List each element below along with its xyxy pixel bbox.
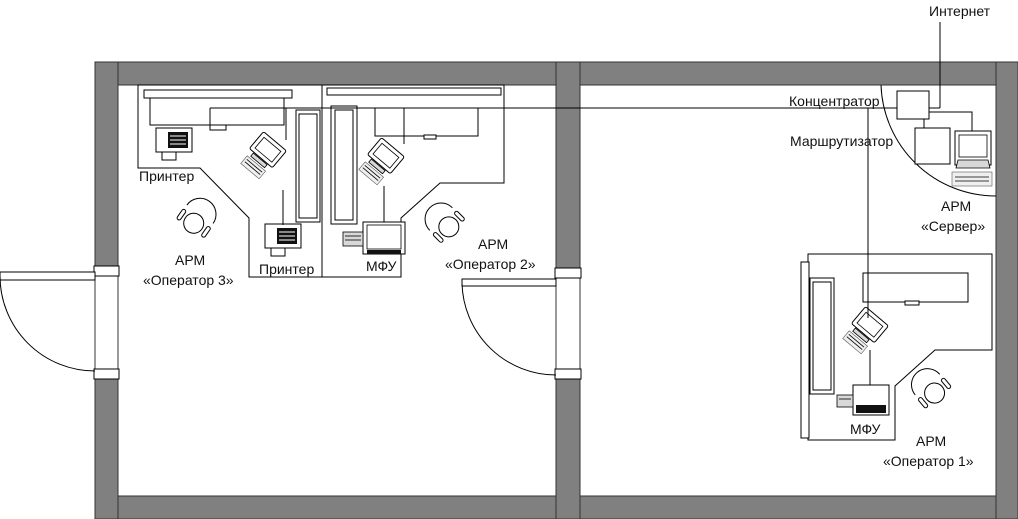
inner-door: [461, 278, 557, 376]
labels: Интернет Концентратор Маршрутизатор АРМ …: [139, 3, 991, 469]
label-printer-bottom: Принтер: [259, 261, 314, 277]
walls: [94, 61, 1018, 519]
label-router: Маршрутизатор: [790, 133, 893, 149]
right-workstations: [800, 84, 997, 441]
label-operator3-line2: «Оператор 3»: [143, 272, 234, 288]
left-workstations: [137, 84, 505, 278]
label-operator3-line1: АРМ: [175, 252, 205, 268]
label-internet: Интернет: [929, 3, 991, 19]
label-hub: Концентратор: [789, 93, 880, 109]
label-mfu-right: МФУ: [850, 421, 881, 437]
network-cables: [209, 22, 973, 385]
label-mfu-left: МФУ: [366, 258, 397, 274]
label-operator2-line1: АРМ: [478, 236, 508, 252]
label-server-line1: АРМ: [941, 198, 971, 214]
label-operator1-line2: «Оператор 1»: [883, 453, 974, 469]
entrance-door: [0, 271, 96, 372]
door-jambs: [93, 265, 582, 380]
label-operator1-line1: АРМ: [916, 433, 946, 449]
label-server-line2: «Сервер»: [921, 218, 985, 234]
label-printer-top: Принтер: [139, 168, 194, 184]
label-operator2-line2: «Оператор 2»: [445, 256, 536, 272]
